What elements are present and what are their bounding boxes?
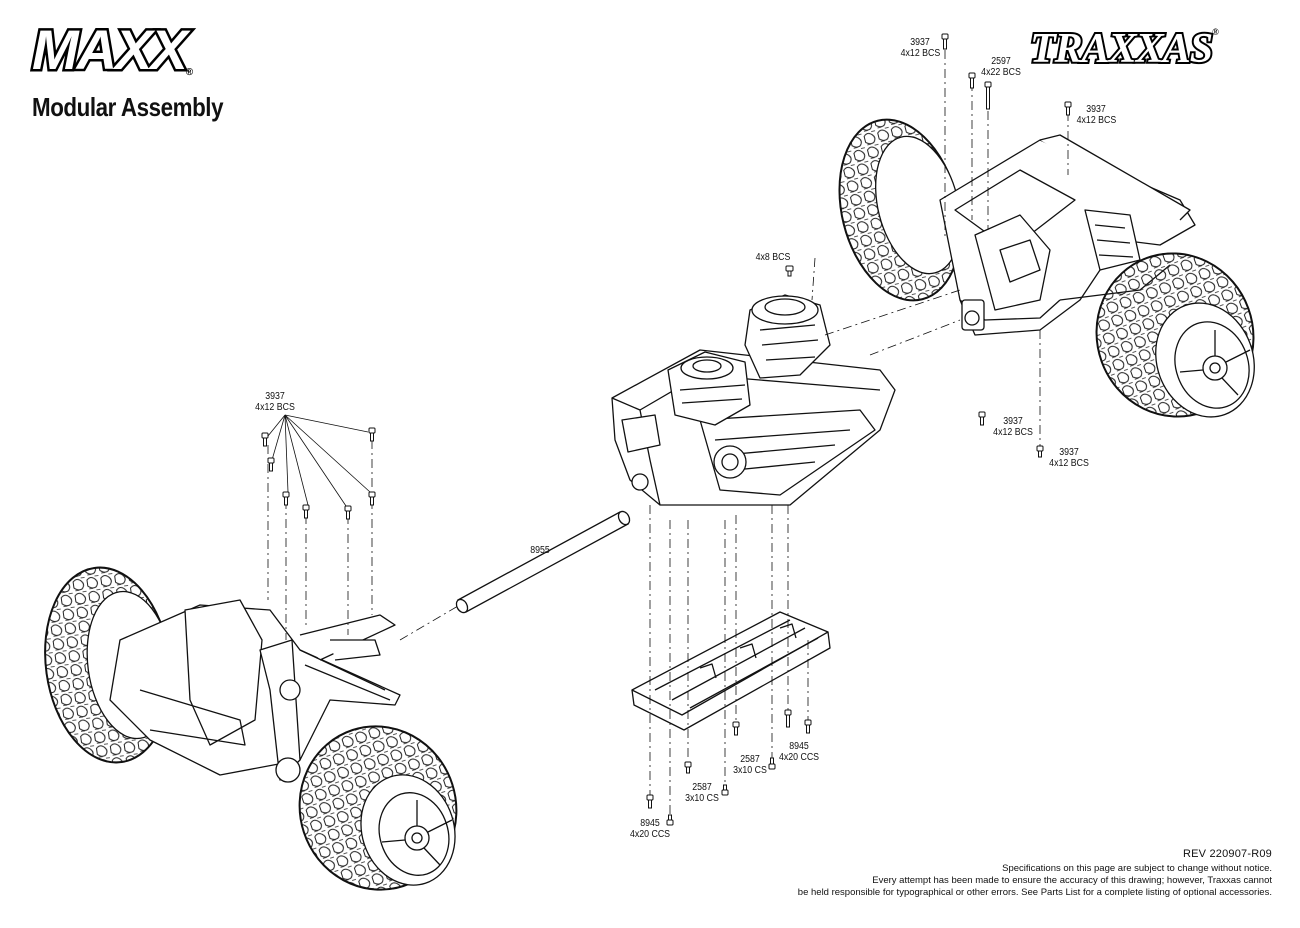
callout-size: 4x8 BCS xyxy=(755,252,791,263)
screw-front-4 xyxy=(302,504,310,519)
callout-size: 4x20 CCS xyxy=(778,752,820,763)
callout-motor-screw: 4x8 BCS xyxy=(755,252,792,263)
maxx-registered-mark: ® xyxy=(185,67,194,78)
screw-2587-d xyxy=(768,757,776,770)
revision-code: REV 220907-R09 xyxy=(1182,848,1272,860)
skid-plate xyxy=(631,611,831,731)
screw-8945-b xyxy=(666,814,674,826)
footer-disclaimer: REV 220907-R09 Specifications on this pa… xyxy=(798,848,1272,899)
callout-part-number: 2587 xyxy=(692,782,712,793)
screw-8945-d xyxy=(804,719,812,734)
callout-part-number: 2597 xyxy=(991,56,1011,67)
callout-rear-under-1: 3937 4x12 BCS xyxy=(993,416,1033,438)
callout-part-number: 3937 xyxy=(1059,447,1079,458)
screw-3937-rear-top xyxy=(941,33,949,50)
screw-4x8-motor xyxy=(785,265,794,277)
callout-skid-c: 2587 3x10 CS xyxy=(683,782,722,804)
callout-part-number: 2587 xyxy=(740,754,760,765)
front-right-tire xyxy=(298,725,458,891)
screw-2587-c xyxy=(732,721,740,736)
screw-2597-b xyxy=(984,81,992,110)
disclaimer-line-3: be held responsible for typographical or… xyxy=(797,887,1272,898)
screw-front-1 xyxy=(261,432,269,447)
screw-8945-c xyxy=(784,709,792,728)
screw-front-6 xyxy=(368,491,376,506)
screw-3937-under-a xyxy=(978,411,986,426)
front-module xyxy=(44,566,458,891)
disclaimer-line-2: Every attempt has been made to ensure th… xyxy=(872,875,1272,886)
callout-size: 4x12 BCS xyxy=(1049,458,1089,469)
screw-front-3 xyxy=(282,491,290,506)
callout-skid-a: 2587 3x10 CS xyxy=(731,754,770,776)
callout-skid-d: 8945 4x20 CCS xyxy=(630,818,670,840)
callout-part-number: 3937 xyxy=(265,391,285,402)
callout-size: 4x12 BCS xyxy=(900,48,941,59)
screw-3937-under-b xyxy=(1036,445,1044,458)
maxx-logo: MAXX® xyxy=(30,19,194,80)
callout-part-number: 8945 xyxy=(640,818,660,829)
traxxas-logo-text: TRAXXAS xyxy=(1028,26,1215,72)
rear-module xyxy=(838,118,1255,418)
center-driveshaft xyxy=(455,510,631,614)
center-chassis xyxy=(611,294,896,506)
rear-left-tire xyxy=(838,118,962,302)
callout-size: 4x12 BCS xyxy=(1076,115,1117,126)
screw-3937-rear-right xyxy=(1064,101,1072,116)
callout-rear-under-2: 3937 4x12 BCS xyxy=(1049,447,1089,469)
callout-rear-mid: 2597 4x22 BCS xyxy=(981,56,1021,78)
callout-skid-b: 8945 4x20 CCS xyxy=(779,741,819,763)
screw-2597-a xyxy=(968,72,976,89)
callout-size: 4x12 BCS xyxy=(993,427,1033,438)
callout-rear-right: 3937 4x12 BCS xyxy=(1076,104,1117,126)
callout-part-number: 8945 xyxy=(789,741,809,752)
traxxas-logo: TRAXXAS® xyxy=(1028,26,1219,72)
screw-2587-b xyxy=(721,784,729,796)
callout-part-number: 8955 xyxy=(530,545,550,556)
screw-8945-a xyxy=(646,794,654,809)
screw-front-7 xyxy=(368,427,376,442)
rear-chassis xyxy=(939,134,1196,336)
screws xyxy=(261,33,1072,826)
callout-part-number: 3937 xyxy=(1003,416,1023,427)
screw-front-5 xyxy=(344,505,352,520)
leader-lines xyxy=(267,414,371,507)
screw-2587-a xyxy=(684,761,692,774)
screw-front-2 xyxy=(267,457,275,472)
callout-part-number: 3937 xyxy=(910,37,930,48)
callout-size: 4x12 BCS xyxy=(255,402,295,413)
callout-size: 4x22 BCS xyxy=(981,67,1021,78)
maxx-logo-text: MAXX xyxy=(30,18,191,81)
callout-driveshaft: 8955 xyxy=(529,545,552,556)
page-title: Modular Assembly xyxy=(32,92,224,122)
callout-size: 3x10 CS xyxy=(733,765,767,776)
callout-size: 4x20 CCS xyxy=(629,829,671,840)
callout-rear-top: 3937 4x12 BCS xyxy=(900,37,941,59)
rear-right-tire xyxy=(1095,252,1255,418)
alignment-lines xyxy=(267,50,1069,820)
disclaimer-line-1: Specifications on this page are subject … xyxy=(1002,863,1272,874)
front-chassis xyxy=(109,599,401,783)
callout-front-screws: 3937 4x12 BCS xyxy=(255,391,295,413)
traxxas-registered-mark: ® xyxy=(1212,27,1219,37)
callout-size: 3x10 CS xyxy=(685,793,719,804)
callout-part-number: 3937 xyxy=(1086,104,1106,115)
